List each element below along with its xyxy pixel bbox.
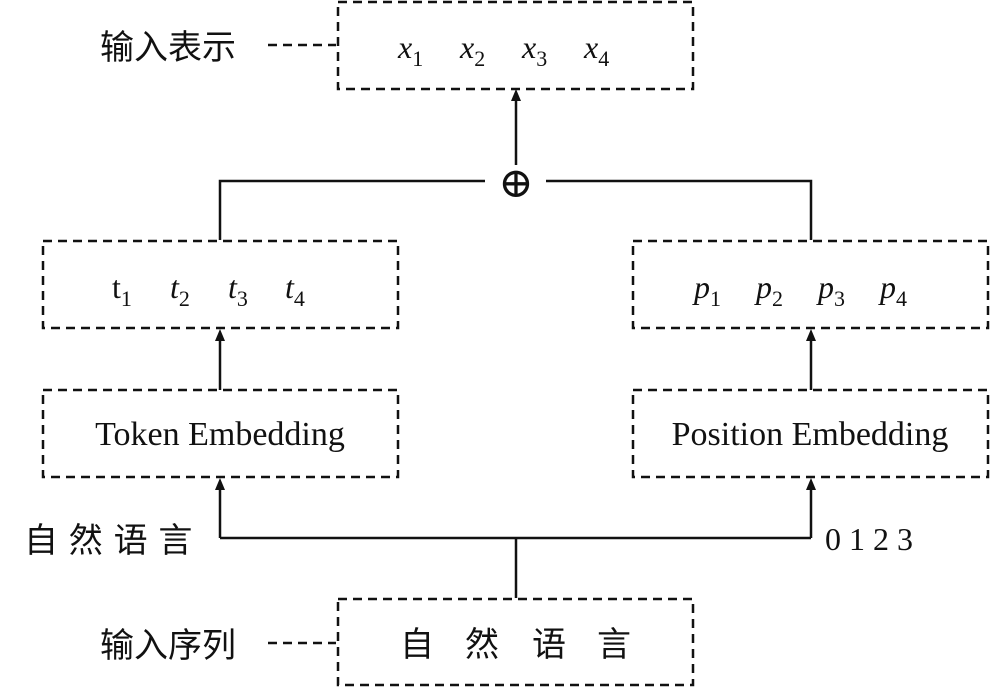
output-token-2: x2 [459,29,485,71]
token-branch-line [218,179,485,240]
input-sequence-row: 自 然 语 言 [400,625,631,665]
sum-icon: ⊕ [498,161,533,207]
position-indices-label: 0 1 2 3 [825,521,913,557]
input-char-4: 言 [597,625,631,665]
input-char-1: 自 [400,625,434,665]
token-vector-3: t3 [228,269,248,311]
token-embedding-box [41,388,400,479]
position-embedding-label: Position Embedding [672,416,949,453]
position-vector-1: p1 [692,269,721,311]
output-token-row: x1 x2 x3 x4 [397,29,609,71]
input-char-3: 语 [532,625,566,665]
token-embedding-arrowhead [215,329,225,341]
input-sequence-label: 输入序列 [100,626,236,666]
position-vector-box [631,239,990,330]
token-embedding-label: Token Embedding [95,416,345,453]
input-representation-label: 输入表示 [100,28,236,68]
position-vector-row: p1 p2 p3 p4 [692,269,907,311]
input-char-2: 然 [465,625,499,665]
natural-language-label: 自 然 语 言 [24,521,192,561]
output-token-4: x4 [583,29,609,71]
position-embedding-arrowhead [806,329,816,341]
position-vector-3: p3 [816,269,845,311]
position-branch-line [546,179,813,240]
sum-to-output-arrowhead [511,89,521,101]
output-token-3: x3 [521,29,547,71]
token-vector-row: t1 t2 t3 t4 [112,269,305,311]
sequence-to-token-arrowhead [215,478,225,490]
output-representation-box [336,0,695,91]
position-vector-2: p2 [754,269,783,311]
position-vector-4: p4 [878,269,907,311]
input-sequence-box [336,597,695,687]
token-vector-2: t2 [170,269,190,311]
output-token-1: x1 [397,29,423,71]
token-vector-box [41,239,400,330]
sequence-to-position-arrowhead [806,478,816,490]
token-vector-1: t1 [112,269,132,311]
token-vector-4: t4 [285,269,305,311]
position-embedding-box [631,388,990,479]
